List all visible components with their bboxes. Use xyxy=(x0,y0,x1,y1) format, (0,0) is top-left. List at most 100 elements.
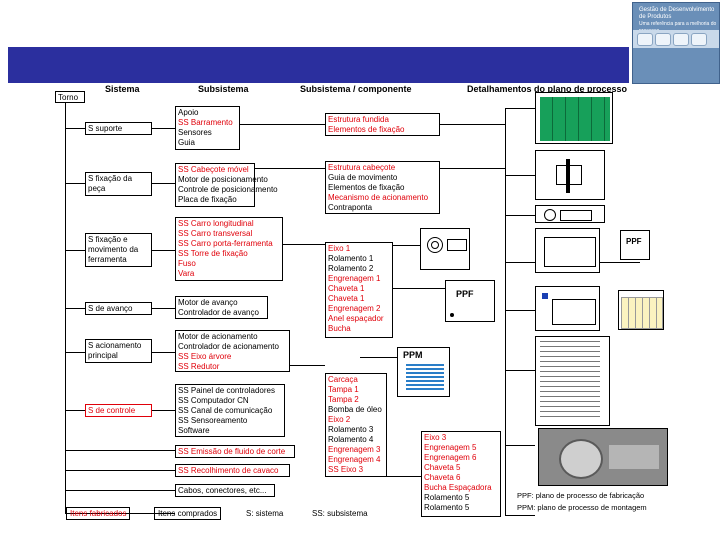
component-item: Guia de movimento xyxy=(328,173,398,182)
connector xyxy=(505,108,535,109)
logo-cylinder xyxy=(637,33,653,46)
component-item: Chaveta 6 xyxy=(424,473,461,482)
ppf-document: PPF xyxy=(445,280,495,322)
subsystem-item: Apoio xyxy=(178,108,199,117)
subsystem-item: Motor de posicionamento xyxy=(178,175,268,184)
component-item: Estrutura fundida xyxy=(328,115,389,124)
connector xyxy=(240,124,325,125)
component-item: Rolamento 5 xyxy=(424,503,470,512)
connector xyxy=(505,310,535,311)
system-fixacao-peca: S fixação da peça xyxy=(85,172,152,196)
subsystem-item: Motor de acionamento xyxy=(178,332,258,341)
connector xyxy=(152,250,175,251)
system-controle: S de controle xyxy=(85,404,152,417)
system-avanco: S de avanço xyxy=(85,302,152,315)
system-suporte: S suporte xyxy=(85,122,152,135)
component-item: Bomba de óleo xyxy=(328,405,382,414)
connector xyxy=(505,175,535,176)
component-item: Engrenagem 5 xyxy=(424,443,477,452)
header-componente: Subsistema / componente xyxy=(300,84,412,94)
legend-ss: SS: subsistema xyxy=(312,509,368,518)
subsystem-item: SS Sensoreamento xyxy=(178,416,248,425)
connector xyxy=(505,515,535,516)
note-ppf: PPF: plano de processo de fabricação xyxy=(517,491,645,500)
subsystem-item: SS Carro transversal xyxy=(178,229,253,238)
connector xyxy=(355,476,421,477)
connector xyxy=(65,470,175,471)
connector xyxy=(440,168,505,169)
subsystem-item: Controlador de avanço xyxy=(178,308,259,317)
connector xyxy=(152,183,175,184)
connector xyxy=(255,168,325,169)
part-drawing xyxy=(420,228,470,270)
subsystem-item: SS Barramento xyxy=(178,118,233,127)
detail-trunk xyxy=(505,108,506,515)
root-torno: Torno xyxy=(55,91,85,103)
ppf-document-small: PPF xyxy=(620,230,650,260)
component-item: Engrenagem 4 xyxy=(328,455,381,464)
subsystem-item: SS Painel de controladores xyxy=(178,386,275,395)
subsystem-item: Vara xyxy=(178,269,195,278)
component-item: Anel espaçador xyxy=(328,314,384,323)
subsystem-item: Sensores xyxy=(178,128,212,137)
subsystem-item: Controlador de acionamento xyxy=(178,342,279,351)
component-item: Chaveta 5 xyxy=(424,463,461,472)
connector xyxy=(505,262,535,263)
connector xyxy=(505,215,535,216)
connector xyxy=(152,308,175,309)
component-item: Contraponta xyxy=(328,203,373,212)
component-item: Rolamento 2 xyxy=(328,264,374,273)
header-sistema: Sistema xyxy=(105,84,140,94)
component-item: SS Eixo 3 xyxy=(328,465,364,474)
subsystem-item: SS Torre de fixação xyxy=(178,249,248,258)
connector xyxy=(505,370,535,371)
subsystem-fluido-corte: SS Emissão de fluido de corte xyxy=(175,445,295,458)
connector xyxy=(65,410,85,411)
component-item: Tampa 1 xyxy=(328,385,359,394)
connector xyxy=(65,490,175,491)
component-item: Engrenagem 6 xyxy=(424,453,477,462)
system-acionamento: S acionamento principal xyxy=(85,339,152,363)
component-item: Rolamento 3 xyxy=(328,425,374,434)
component-item: Carcaça xyxy=(328,375,358,384)
subsystem-item: Software xyxy=(178,426,210,435)
component-item: Rolamento 4 xyxy=(328,435,374,444)
detail-drawing-2 xyxy=(535,205,605,223)
legend-fabricados: Itens fabricados xyxy=(66,507,131,520)
subsystem-item: SS Redutor xyxy=(178,362,220,371)
connector xyxy=(65,513,175,514)
subsystem-cabos: Cabos, conectores, etc... xyxy=(175,484,275,497)
component-item: Engrenagem 2 xyxy=(328,304,381,313)
detail-drawing-4 xyxy=(535,286,600,331)
component-item: Engrenagem 3 xyxy=(328,445,381,454)
logo-cylinder xyxy=(691,33,707,46)
connector xyxy=(505,445,535,446)
subsystem-item: Controle de posicionamento xyxy=(178,185,278,194)
subsystem-item: SS Recolhimento de cavaco xyxy=(178,466,279,475)
legend-s: S: sistema xyxy=(246,509,284,518)
subsystem-item: Cabos, conectores, etc... xyxy=(178,486,267,495)
subsystem-cavaco: SS Recolhimento de cavaco xyxy=(175,464,290,477)
connector xyxy=(360,357,397,358)
component-item: Tampa 2 xyxy=(328,395,359,404)
legend-comprados: Itens comprados xyxy=(154,507,222,520)
logo-cylinder xyxy=(655,33,671,46)
detail-drawing-3 xyxy=(535,228,600,273)
connector xyxy=(355,288,445,289)
connector xyxy=(152,128,175,129)
connector xyxy=(65,183,85,184)
subsystem-item: SS Carro porta-ferramenta xyxy=(178,239,273,248)
component-item: Estrutura cabeçote xyxy=(328,163,396,172)
detail-green-sheet xyxy=(535,92,613,144)
component-item: Engrenagem 1 xyxy=(328,274,381,283)
component-item: Eixo 2 xyxy=(328,415,351,424)
component-item: Mecanismo de acionamento xyxy=(328,193,429,202)
component-item: Bucha Espaçadora xyxy=(424,483,492,492)
